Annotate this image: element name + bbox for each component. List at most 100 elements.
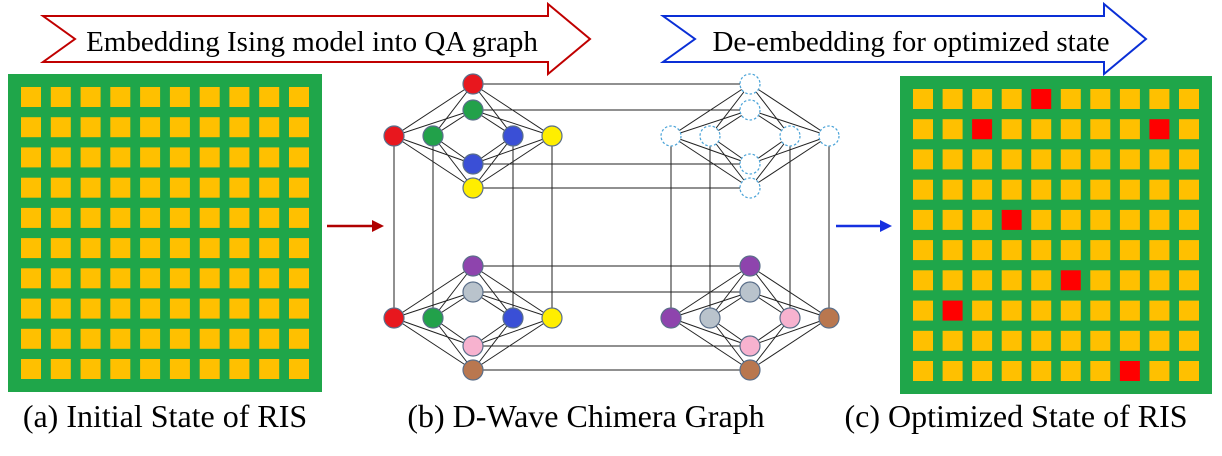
- optimized-ris-element: [1060, 240, 1081, 261]
- optimized-ris-element: [1149, 361, 1170, 381]
- intra-cell-coupler: [709, 135, 751, 189]
- optimized-ris-element: [972, 89, 993, 109]
- optimized-ris-element: [1031, 119, 1052, 140]
- initial-ris-element: [21, 328, 41, 349]
- optimized-ris-element: [1090, 300, 1111, 321]
- optimized-ris-element: [1001, 149, 1022, 170]
- optimized-ris-element: [1031, 361, 1052, 381]
- chimera-couplers: [393, 83, 830, 371]
- initial-ris-element: [289, 268, 309, 289]
- optimized-ris-element: [1119, 149, 1140, 170]
- qubit-node-purple: [660, 307, 682, 329]
- initial-ris-element: [21, 268, 41, 289]
- initial-ris-element: [289, 177, 309, 198]
- qubit-node-pink: [779, 307, 801, 329]
- initial-ris-element: [289, 359, 309, 379]
- initial-ris-element: [289, 147, 309, 168]
- initial-ris-element: [80, 298, 101, 319]
- optimized-ris-element: [1119, 330, 1140, 351]
- optimized-ris-element: [1031, 240, 1052, 261]
- qubit-node-green: [422, 307, 444, 329]
- optimized-ris-element: [913, 89, 933, 109]
- initial-ris-element: [50, 328, 71, 349]
- qubit-node-gray: [462, 281, 484, 303]
- flow-arrow-left-head: [372, 220, 384, 232]
- initial-ris-element: [199, 117, 220, 138]
- optimized-ris-element: [1149, 89, 1170, 109]
- initial-ris-element: [80, 207, 101, 228]
- initial-ris-element: [229, 177, 250, 198]
- initial-ris-element: [110, 147, 131, 168]
- qubit-node-empty: [739, 153, 761, 175]
- optimized-ris-element: [1031, 270, 1052, 291]
- initial-ris-element: [259, 268, 280, 289]
- initial-ris-element: [229, 298, 250, 319]
- initial-ris-element: [229, 328, 250, 349]
- intra-cell-coupler: [393, 317, 474, 371]
- initial-ris-element: [140, 359, 161, 379]
- optimized-ris-element: [1179, 361, 1199, 381]
- initial-ris-element: [229, 117, 250, 138]
- initial-ris-element: [140, 207, 161, 228]
- initial-ris-element: [50, 238, 71, 259]
- initial-ris-element: [259, 328, 280, 349]
- optimized-ris-element: [1031, 330, 1052, 351]
- initial-ris-element: [199, 238, 220, 259]
- qubit-node-pink: [462, 335, 484, 357]
- initial-ris-element: [110, 207, 131, 228]
- initial-ris-element: [289, 328, 309, 349]
- initial-ris-element: [140, 147, 161, 168]
- optimized-ris-element: [942, 179, 963, 200]
- initial-ris-element: [229, 238, 250, 259]
- optimized-ris-element: [942, 119, 963, 140]
- initial-ris-element: [21, 238, 41, 259]
- initial-ris-element: [259, 147, 280, 168]
- optimized-ris-element: [942, 270, 963, 291]
- optimized-ris-element: [942, 330, 963, 351]
- optimized-ris-element: [1090, 330, 1111, 351]
- intra-cell-coupler: [432, 317, 474, 371]
- qubit-node-pink: [739, 335, 761, 357]
- initial-ris-element: [140, 117, 161, 138]
- initial-ris-element: [199, 177, 220, 198]
- optimized-ris-element: [1090, 149, 1111, 170]
- initial-ris-element: [140, 328, 161, 349]
- optimized-ris-element: [1060, 330, 1081, 351]
- initial-ris-element: [80, 359, 101, 379]
- initial-ris-element: [80, 117, 101, 138]
- optimized-ris-element: [1001, 300, 1022, 321]
- optimized-ris-element: [1001, 119, 1022, 140]
- initial-ris-element: [110, 177, 131, 198]
- flow-arrow-right: [836, 220, 892, 232]
- optimized-ris-element: [1090, 270, 1111, 291]
- initial-ris-element: [21, 177, 41, 198]
- qubit-node-purple: [462, 255, 484, 277]
- initial-ris-element: [21, 298, 41, 319]
- qubit-node-red: [383, 307, 405, 329]
- qubit-node-blue: [502, 125, 524, 147]
- initial-ris-element: [229, 207, 250, 228]
- optimized-ris-element: [1119, 179, 1140, 200]
- initial-ris-element: [21, 359, 41, 379]
- initial-ris-element: [169, 328, 190, 349]
- optimized-ris-element: [1031, 149, 1052, 170]
- initial-ris-element: [50, 177, 71, 198]
- initial-ris-element: [259, 238, 280, 259]
- initial-ris-element: [110, 117, 131, 138]
- qubit-node-brown: [739, 359, 761, 381]
- initial-ris-element: [21, 147, 41, 168]
- initial-ris-element: [169, 298, 190, 319]
- initial-ris-element: [140, 298, 161, 319]
- optimized-ris-element: [1149, 240, 1170, 261]
- initial-ris-element: [110, 238, 131, 259]
- optimized-ris-element: [1179, 119, 1199, 140]
- qubit-node-empty: [660, 125, 682, 147]
- initial-ris-element: [80, 147, 101, 168]
- optimized-ris-element: [1119, 270, 1140, 291]
- intra-cell-coupler: [432, 83, 474, 137]
- optimized-ris-element: [913, 270, 933, 291]
- intra-cell-coupler: [472, 135, 514, 189]
- initial-ris-element: [289, 207, 309, 228]
- optimized-ris-element: [1031, 300, 1052, 321]
